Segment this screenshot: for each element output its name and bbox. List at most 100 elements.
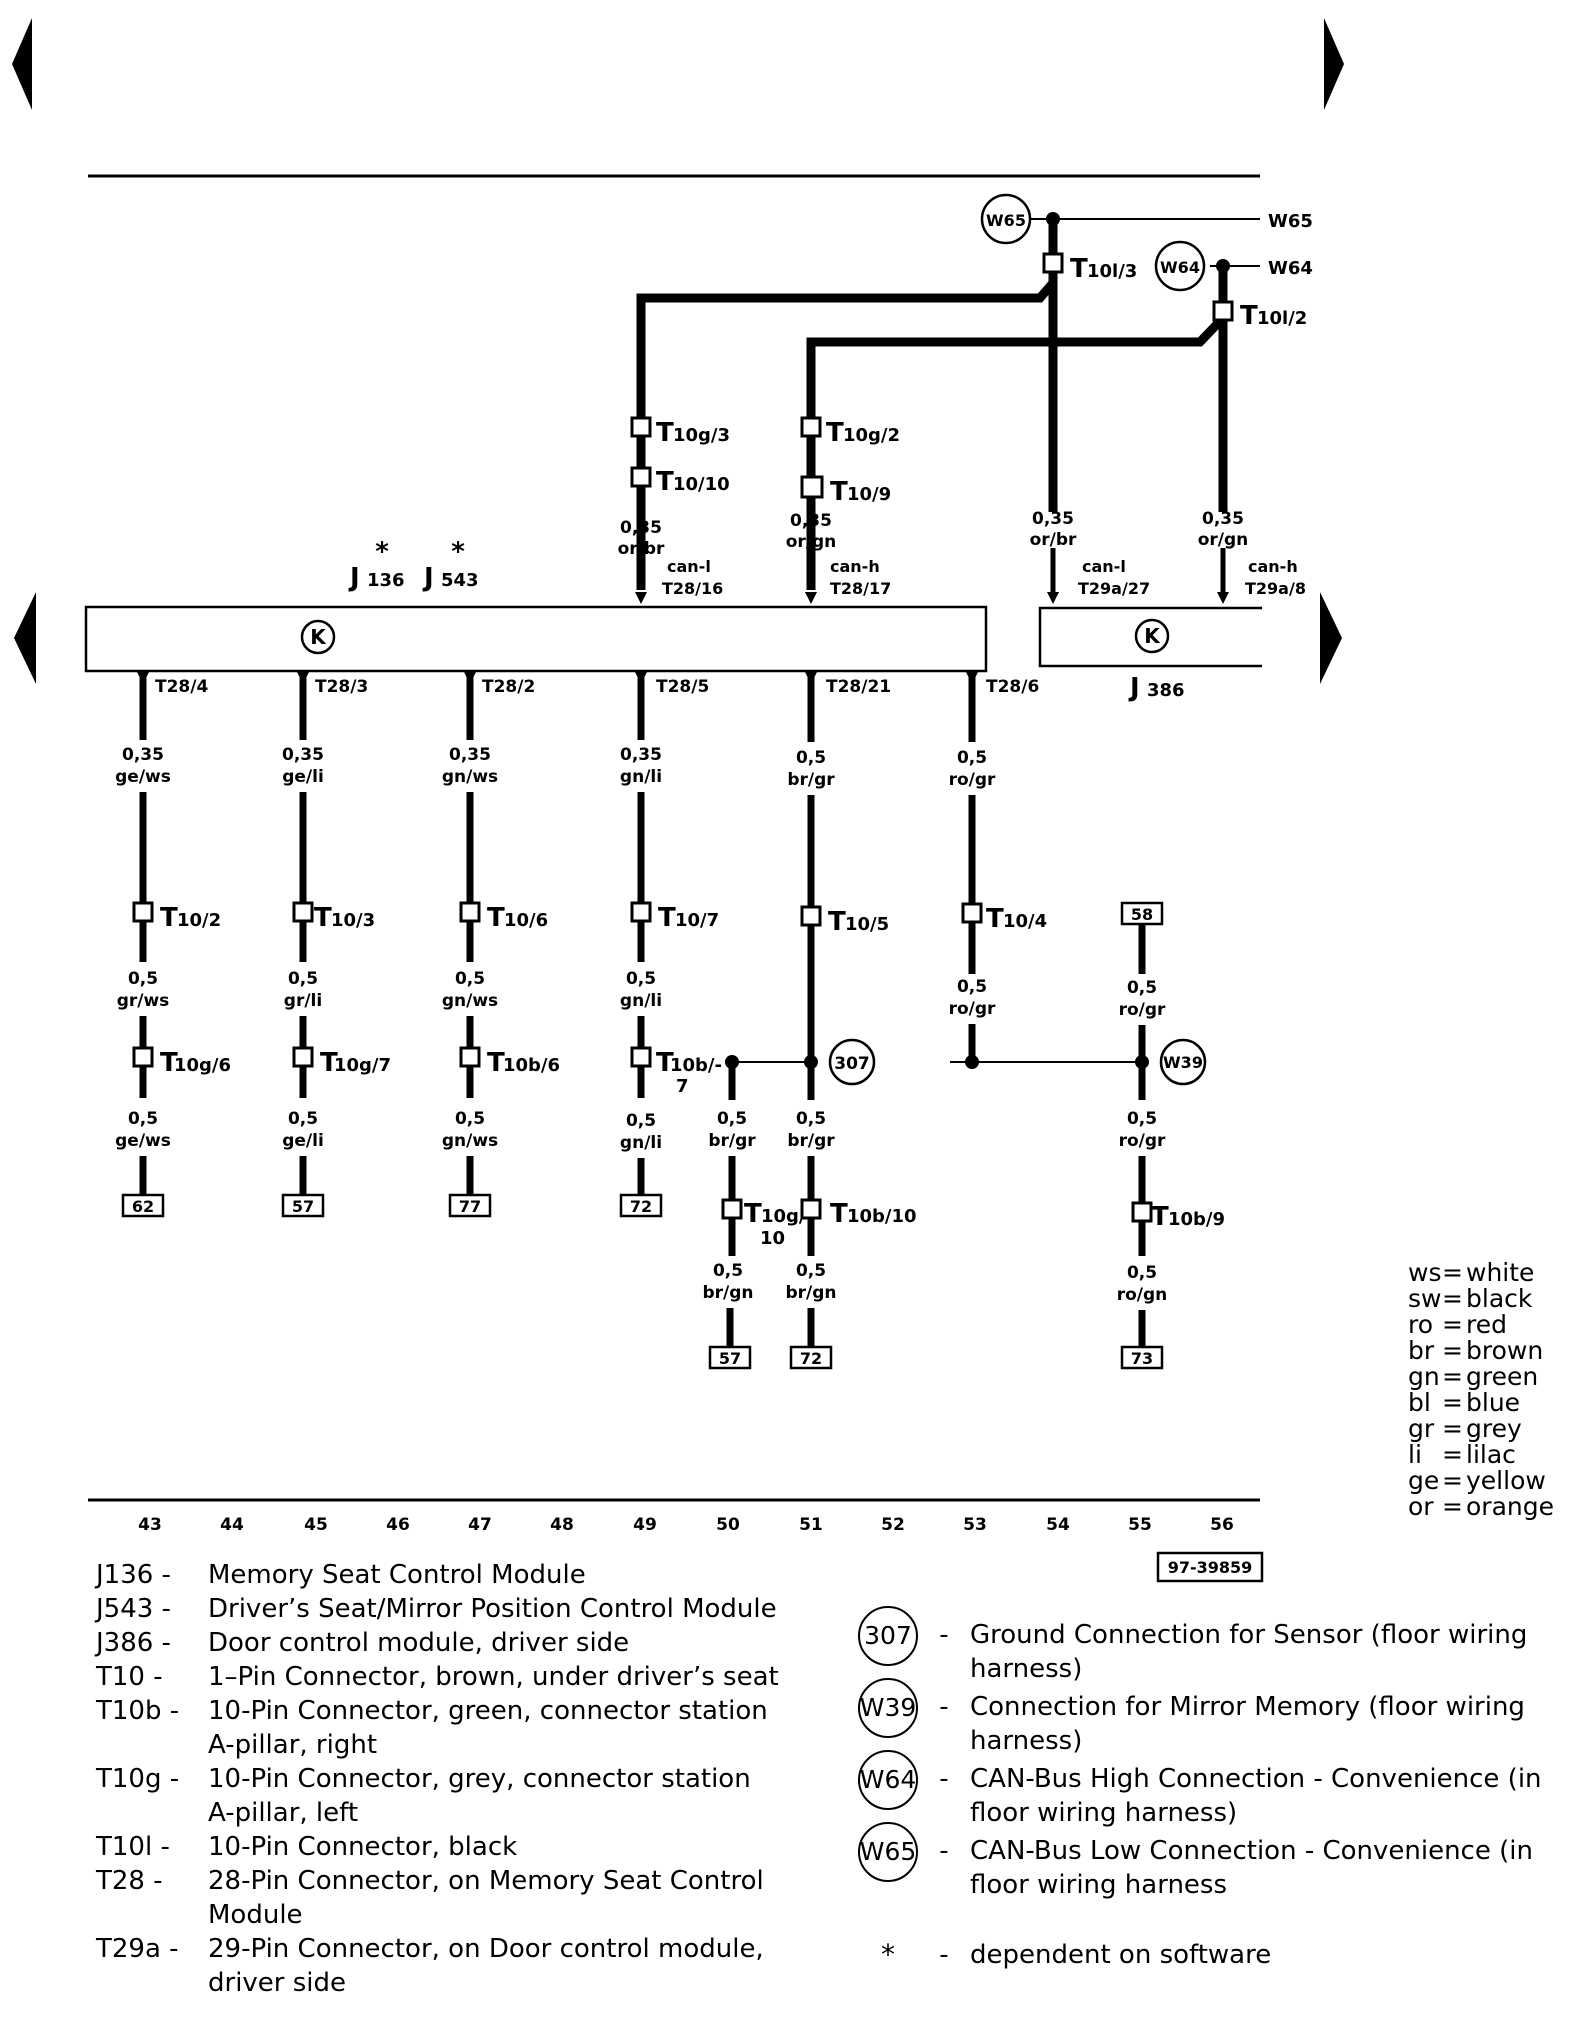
svg-text:T: T (830, 1199, 848, 1229)
legend-row: or=orange (1408, 1492, 1554, 1521)
ground-branch-right: 0,5 br/gr T 10b/10 0,5 br/gn 72 (785, 1109, 917, 1370)
svg-text:7: 7 (676, 1076, 689, 1097)
svg-text:77: 77 (459, 1197, 481, 1216)
svg-text:0,35: 0,35 (122, 745, 164, 765)
memory-module-k-label: K (310, 625, 327, 649)
svg-text:0,5: 0,5 (288, 969, 318, 989)
svg-text:0,5: 0,5 (128, 1109, 158, 1129)
color-legend: ws=white sw=black ro=red br=brown gn=gre… (1408, 1260, 1554, 1520)
j543-label: J 543 (422, 563, 479, 593)
next-page-arrow-middle[interactable] (1320, 592, 1342, 684)
ground-307-circle (828, 1038, 876, 1086)
svg-text:can-l: can-l (1082, 557, 1126, 576)
svg-text:W39: W39 (1163, 1053, 1203, 1072)
svg-text:can-h: can-h (830, 557, 880, 576)
svg-text:0,5: 0,5 (128, 969, 158, 989)
connector-t10l2: T 10l/2 (1212, 300, 1307, 331)
svg-text:T28/16: T28/16 (662, 579, 723, 598)
door-module-k-label: K (1144, 624, 1161, 648)
svg-text:0,5: 0,5 (957, 748, 987, 768)
svg-text:T29a/8: T29a/8 (1245, 579, 1306, 598)
svg-text:T: T (656, 418, 674, 448)
svg-text:T28/3: T28/3 (315, 677, 368, 697)
svg-text:T: T (826, 418, 844, 448)
svg-text:0,35: 0,35 (1032, 509, 1074, 529)
svg-text:47: 47 (468, 1515, 492, 1535)
svg-text:10g/: 10g/ (761, 1206, 806, 1227)
legend-row: br=brown (1408, 1336, 1544, 1365)
j543-star: * (451, 537, 465, 567)
svg-text:43: 43 (138, 1515, 162, 1535)
connection-circle: W39 (858, 1678, 918, 1738)
svg-text:ro/gr: ro/gr (949, 770, 996, 790)
ground-branch-left: 0,5 br/gr T 10g/ 10 0,5 br/gn 57 (702, 1062, 806, 1370)
svg-text:0,5: 0,5 (796, 1261, 826, 1281)
svg-text:ro/gn: ro/gn (1117, 1285, 1168, 1305)
prev-page-arrow-middle[interactable] (14, 592, 36, 684)
legend-row: ge=yellow (1408, 1466, 1546, 1495)
svg-text:T: T (656, 467, 674, 497)
svg-text:0,5: 0,5 (288, 1109, 318, 1129)
svg-text:ro/gr: ro/gr (949, 999, 996, 1019)
w64-line-label: W64 (1268, 258, 1313, 279)
svg-text:0,35: 0,35 (620, 518, 662, 538)
svg-text:10/4: 10/4 (1003, 911, 1047, 932)
wire-label-can-h-door: 0,35 or/gn can-h T29a/8 (1198, 509, 1306, 598)
next-page-arrow-top[interactable] (1324, 18, 1344, 110)
svg-text:0,5: 0,5 (957, 977, 987, 997)
svg-text:57: 57 (292, 1197, 314, 1216)
svg-text:72: 72 (800, 1349, 822, 1368)
connection-circle: 307 (858, 1606, 918, 1666)
svg-text:10/6: 10/6 (504, 910, 548, 931)
wire-label-can-h-memory: 0,35 or/gn can-h T28/17 (786, 511, 892, 598)
legend-row: li=lilac (1408, 1440, 1516, 1469)
legend-row: ro=red (1408, 1310, 1507, 1339)
svg-text:T28/2: T28/2 (482, 677, 535, 697)
prev-page-arrow-top[interactable] (12, 18, 32, 110)
svg-text:0,35: 0,35 (282, 745, 324, 765)
svg-text:T: T (487, 903, 505, 933)
component-row: T29a -29-Pin Connector, on Door control … (96, 1934, 764, 1998)
svg-text:10b/10: 10b/10 (847, 1206, 917, 1227)
svg-text:T: T (160, 1048, 178, 1078)
svg-text:T28/17: T28/17 (830, 579, 891, 598)
svg-text:10/10: 10/10 (673, 474, 730, 495)
connection-circle: W65 (858, 1822, 918, 1882)
svg-text:44: 44 (220, 1515, 244, 1535)
svg-text:10/9: 10/9 (847, 484, 891, 505)
svg-text:55: 55 (1128, 1515, 1152, 1535)
component-row: T10g -10-Pin Connector, grey, connector … (96, 1764, 751, 1828)
svg-text:ge/ws: ge/ws (115, 767, 171, 787)
connector-t10l3: T 10l/3 (1042, 252, 1137, 284)
svg-text:gn/ws: gn/ws (442, 1131, 498, 1151)
wire-t28-3: T28/3 0,35 ge/li T 10/3 0,5 gr/li T 10g/… (281, 672, 391, 1218)
svg-text:T: T (1151, 1202, 1169, 1232)
svg-text:0,5: 0,5 (626, 1111, 656, 1131)
svg-text:T: T (487, 1048, 505, 1078)
can-low-wire-memory (636, 219, 1058, 590)
wire-t28-2: T28/2 0,35 gn/ws T 10/6 0,5 gn/ws T 10b/… (442, 672, 560, 1218)
svg-text:T: T (656, 1048, 674, 1078)
svg-text:gn/li: gn/li (620, 767, 662, 787)
svg-text:10b/6: 10b/6 (503, 1055, 560, 1076)
svg-text:10b/-: 10b/- (670, 1055, 722, 1076)
svg-text:0,5: 0,5 (796, 748, 826, 768)
component-row: J136 -Memory Seat Control Module (96, 1560, 586, 1590)
j136-label: J 136 (348, 563, 405, 593)
svg-text:0,5: 0,5 (1127, 1109, 1157, 1129)
svg-text:58: 58 (1131, 905, 1153, 924)
connection-list: 307-Ground Connection for Sensor (floor … (858, 1606, 1558, 2018)
svg-text:T28/6: T28/6 (986, 677, 1039, 697)
svg-text:T: T (314, 903, 332, 933)
svg-text:gn/ws: gn/ws (442, 991, 498, 1011)
w64-circle-label: W64 (1160, 258, 1200, 277)
door-module-box (1038, 606, 1262, 668)
arrow-in-t2816 (635, 592, 647, 604)
svg-text:ro/gr: ro/gr (1119, 1000, 1166, 1020)
w39-junction-dot-left (965, 1055, 979, 1069)
svg-text:T: T (160, 903, 178, 933)
connector-t10g3: T 10g/3 (630, 416, 730, 448)
svg-text:10g/6: 10g/6 (174, 1055, 231, 1076)
svg-text:gn/ws: gn/ws (442, 767, 498, 787)
